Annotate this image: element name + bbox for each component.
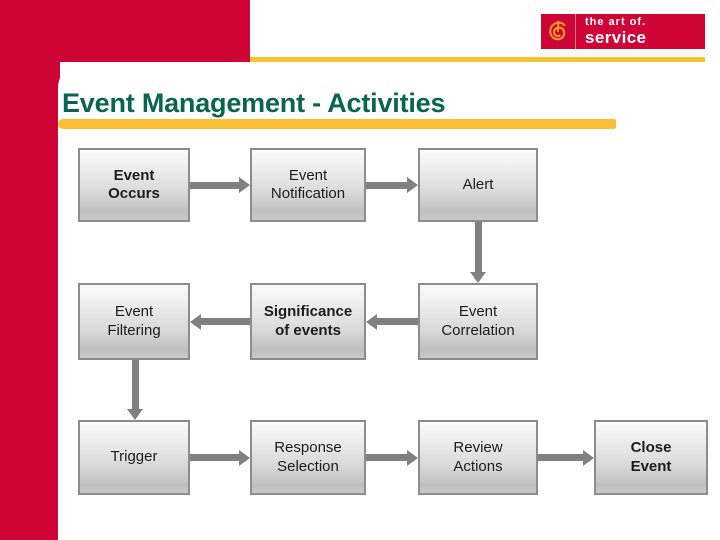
- arrow-event-occurs-to-event-notification-head: [239, 177, 250, 193]
- spiral-swirl-icon: [541, 14, 575, 49]
- arrow-response-selection-to-review-actions: [366, 454, 408, 461]
- top-red-block: [60, 0, 250, 62]
- arrow-event-correlation-to-significance-head: [366, 313, 377, 330]
- arrow-alert-to-event-correlation: [474, 222, 482, 273]
- arrow-event-correlation-to-significance: [376, 318, 418, 325]
- logo-line-1: the art of.: [585, 16, 647, 28]
- page-title: Event Management - Activities: [62, 88, 446, 118]
- arrow-event-occurs-to-event-notification: [190, 181, 240, 189]
- arrow-event-filtering-to-trigger: [131, 360, 139, 410]
- arrow-event-filtering-to-trigger-head: [127, 409, 143, 420]
- arrow-trigger-to-response-selection-head: [239, 449, 250, 466]
- flow-box-label: Trigger: [110, 448, 158, 466]
- arrow-event-notification-to-alert-head: [407, 177, 418, 193]
- left-red-band: [0, 0, 60, 540]
- arrow-significance-to-event-filtering: [200, 318, 250, 325]
- logo-divider: [575, 14, 576, 49]
- arrow-significance-to-event-filtering-head: [190, 313, 201, 330]
- logo-line-2: service: [585, 28, 647, 47]
- arrow-trigger-to-response-selection: [190, 454, 240, 461]
- arrow-review-actions-to-close-event: [538, 454, 584, 461]
- arrow-alert-to-event-correlation-head: [470, 272, 486, 283]
- flow-box-label: Alert: [462, 175, 494, 193]
- art-of-service-logo: the art of. service: [541, 14, 705, 49]
- logo-wordmark: the art of. service: [576, 16, 705, 47]
- flow-box-alert[interactable]: Alert: [418, 148, 538, 222]
- title-underline-bar: [58, 119, 616, 129]
- arrow-review-actions-to-close-event-head: [583, 449, 594, 466]
- arrow-event-notification-to-alert: [366, 181, 408, 189]
- header-yellow-rule: [250, 57, 705, 62]
- arrow-response-selection-to-review-actions-head: [407, 449, 418, 466]
- flow-box-trigger[interactable]: Trigger: [78, 420, 190, 495]
